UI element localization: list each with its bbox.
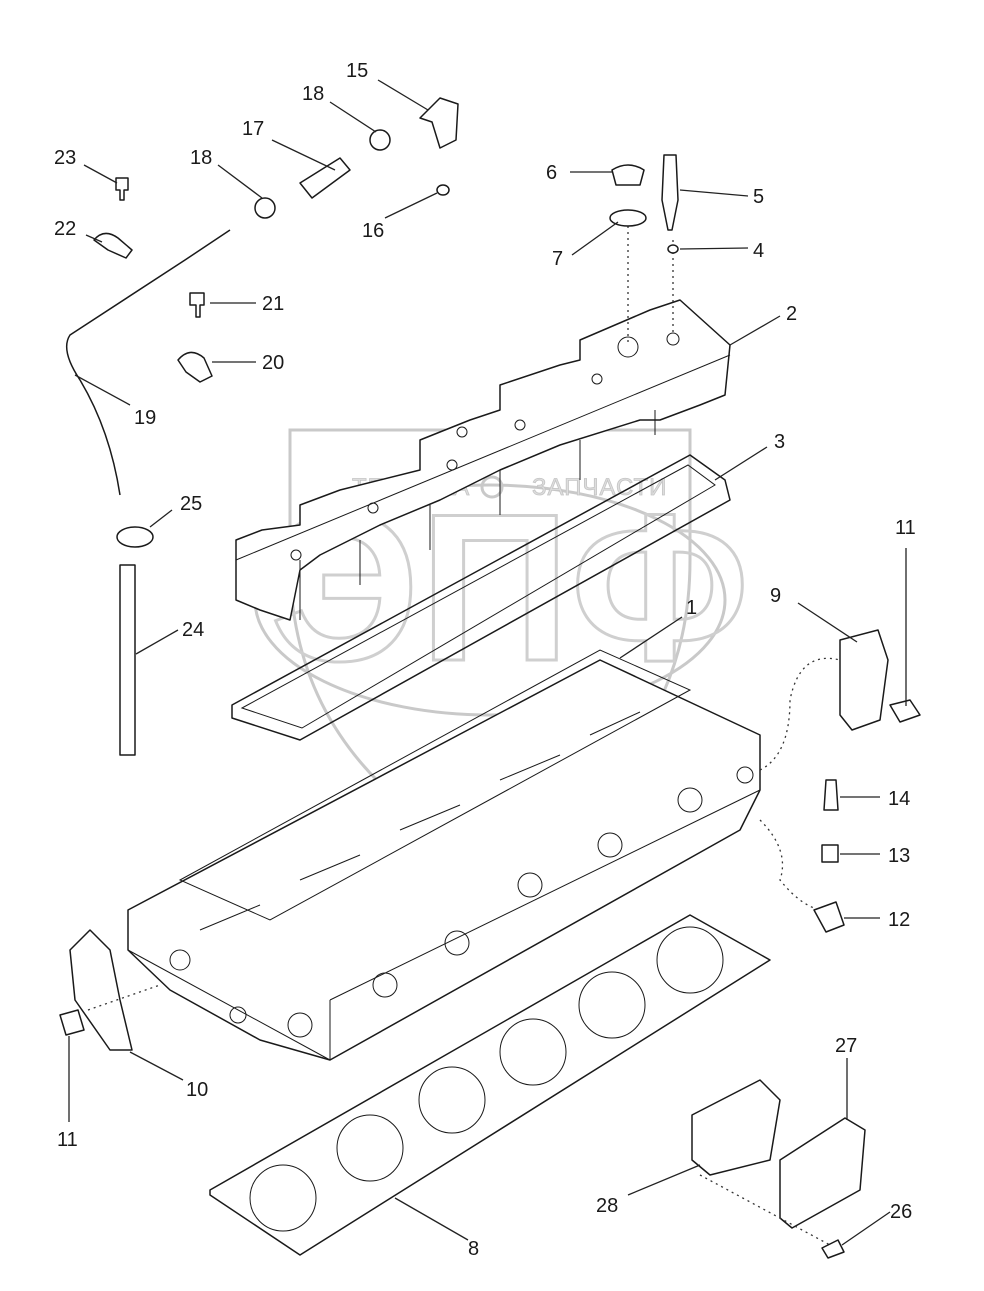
screw-23 bbox=[115, 177, 129, 201]
callout-7: 7 bbox=[552, 248, 563, 270]
lifting-bracket-9 bbox=[839, 629, 889, 731]
bolt-11-right bbox=[889, 699, 921, 723]
callout-26: 26 bbox=[890, 1201, 912, 1223]
valve-cover-gasket bbox=[231, 454, 731, 741]
callout-16: 16 bbox=[362, 220, 384, 242]
callout-9: 9 bbox=[770, 585, 781, 607]
lifting-bracket-10 bbox=[69, 929, 133, 1051]
clip-22 bbox=[93, 232, 133, 259]
callout-1: 1 bbox=[686, 597, 697, 619]
head-gasket bbox=[209, 914, 771, 1256]
callout-13: 13 bbox=[888, 845, 910, 867]
fitting-12 bbox=[813, 901, 845, 933]
bolt-11-left bbox=[59, 1009, 85, 1036]
cover-plates bbox=[691, 1079, 866, 1229]
cylinder-head bbox=[127, 649, 761, 1061]
clamp-18a bbox=[369, 129, 391, 151]
callout-2: 2 bbox=[786, 303, 797, 325]
callout-4: 4 bbox=[753, 240, 764, 262]
screw-21 bbox=[189, 292, 205, 318]
callout-11-right: 11 bbox=[895, 517, 916, 539]
callout-17: 17 bbox=[242, 118, 264, 140]
fitting-14 bbox=[823, 779, 839, 811]
oring-4 bbox=[667, 244, 679, 254]
screw-26 bbox=[821, 1239, 845, 1259]
tube-24 bbox=[119, 564, 136, 756]
callout-27: 27 bbox=[835, 1035, 857, 1057]
clip-20 bbox=[177, 351, 213, 383]
callout-18-top: 18 bbox=[302, 83, 324, 105]
plug-6 bbox=[611, 164, 645, 186]
callout-19: 19 bbox=[134, 407, 156, 429]
callout-18-mid: 18 bbox=[190, 147, 212, 169]
callout-20: 20 bbox=[262, 352, 284, 374]
callout-23: 23 bbox=[54, 147, 76, 169]
hose-17 bbox=[299, 157, 351, 199]
clamp-18b bbox=[254, 197, 276, 219]
callout-8: 8 bbox=[468, 1238, 479, 1260]
callout-11-left: 11 bbox=[57, 1129, 78, 1151]
valve-cover bbox=[235, 299, 731, 621]
callout-22: 22 bbox=[54, 218, 76, 240]
clamp-25 bbox=[116, 526, 154, 548]
callout-21: 21 bbox=[262, 293, 284, 315]
callouts: 1 2 3 4 5 6 7 8 9 10 11 11 12 13 14 15 1… bbox=[54, 60, 916, 1260]
callout-12: 12 bbox=[888, 909, 910, 931]
elbow-15 bbox=[419, 97, 459, 149]
callout-24: 24 bbox=[182, 619, 204, 641]
callout-25: 25 bbox=[180, 493, 202, 515]
callout-10: 10 bbox=[186, 1079, 208, 1101]
washer-7 bbox=[609, 209, 647, 227]
callout-6: 6 bbox=[546, 162, 557, 184]
watermark-right-text: ЗАПЧАСТИ bbox=[532, 474, 667, 501]
fitting-13 bbox=[821, 844, 839, 863]
oring-16 bbox=[436, 184, 450, 196]
breather-hose-19 bbox=[65, 229, 231, 496]
callout-14: 14 bbox=[888, 788, 910, 810]
callout-28: 28 bbox=[596, 1195, 618, 1217]
callout-5: 5 bbox=[753, 186, 764, 208]
leader-lines bbox=[68, 79, 907, 1246]
callout-15: 15 bbox=[346, 60, 368, 82]
gear-icon bbox=[480, 475, 504, 499]
stud-5 bbox=[661, 154, 679, 231]
callout-3: 3 bbox=[774, 431, 785, 453]
